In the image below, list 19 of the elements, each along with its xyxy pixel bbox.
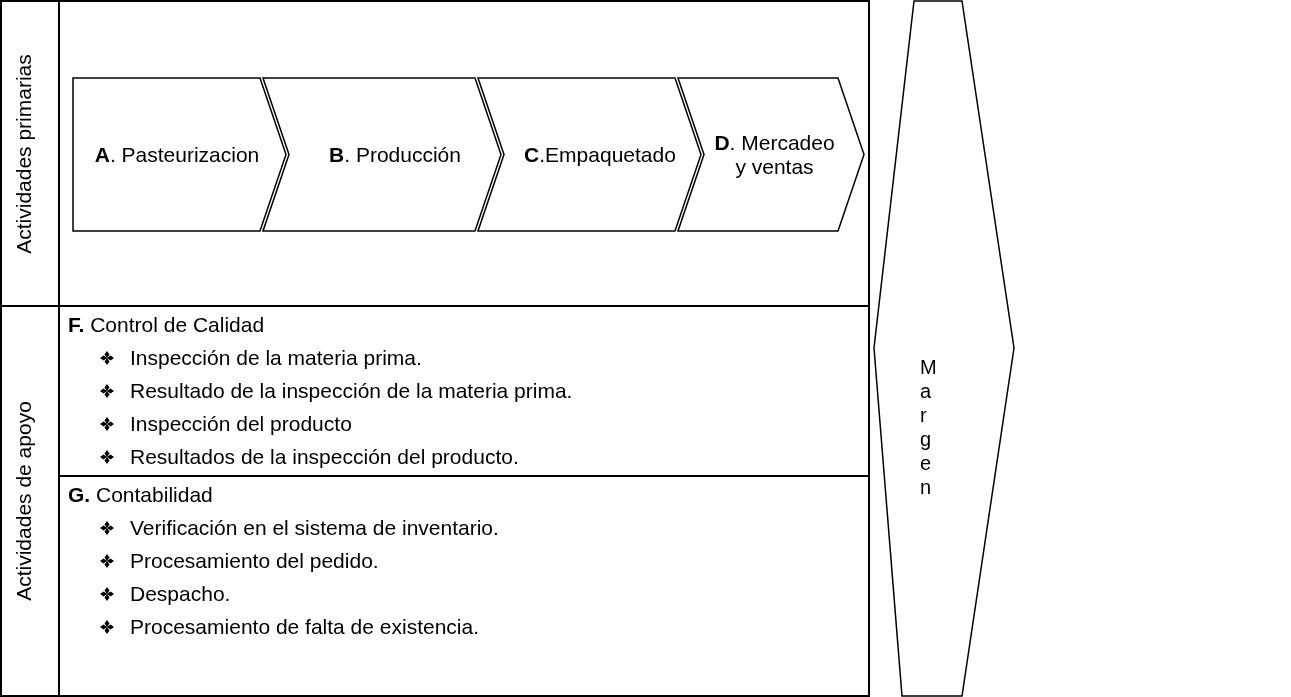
bullet-text: Verificación en el sistema de inventario. bbox=[130, 516, 499, 540]
section-label: Actividades de apoyo bbox=[12, 401, 36, 601]
bullet-text: Resultado de la inspección de la materia prima. bbox=[130, 379, 573, 403]
bullet-text: Procesamiento del pedido. bbox=[130, 549, 379, 573]
activity-label: C.Empaquetado bbox=[523, 142, 677, 167]
bullet-text: Inspección del producto bbox=[130, 412, 352, 436]
section-label: Actividades primarias bbox=[12, 53, 36, 254]
margin-label: Margen bbox=[920, 355, 934, 499]
section-panel bbox=[0, 305, 870, 697]
activity-label: D. Mercadeo y ventas bbox=[713, 130, 836, 179]
bullet-text: Despacho. bbox=[130, 582, 231, 606]
section-panel bbox=[0, 0, 870, 307]
bullet-text: Resultados de la inspección del producto. bbox=[130, 445, 519, 469]
activity-label: A. Pasteurizacion bbox=[93, 142, 261, 167]
bullet-text: Procesamiento de falta de existencia. bbox=[130, 615, 480, 639]
activity-heading: G. Contabilidad bbox=[68, 483, 213, 507]
activity-heading: F. Control de Calidad bbox=[68, 313, 265, 337]
bullet-text: Inspección de la materia prima. bbox=[130, 346, 422, 370]
activity-label: B. Producción bbox=[328, 142, 462, 167]
